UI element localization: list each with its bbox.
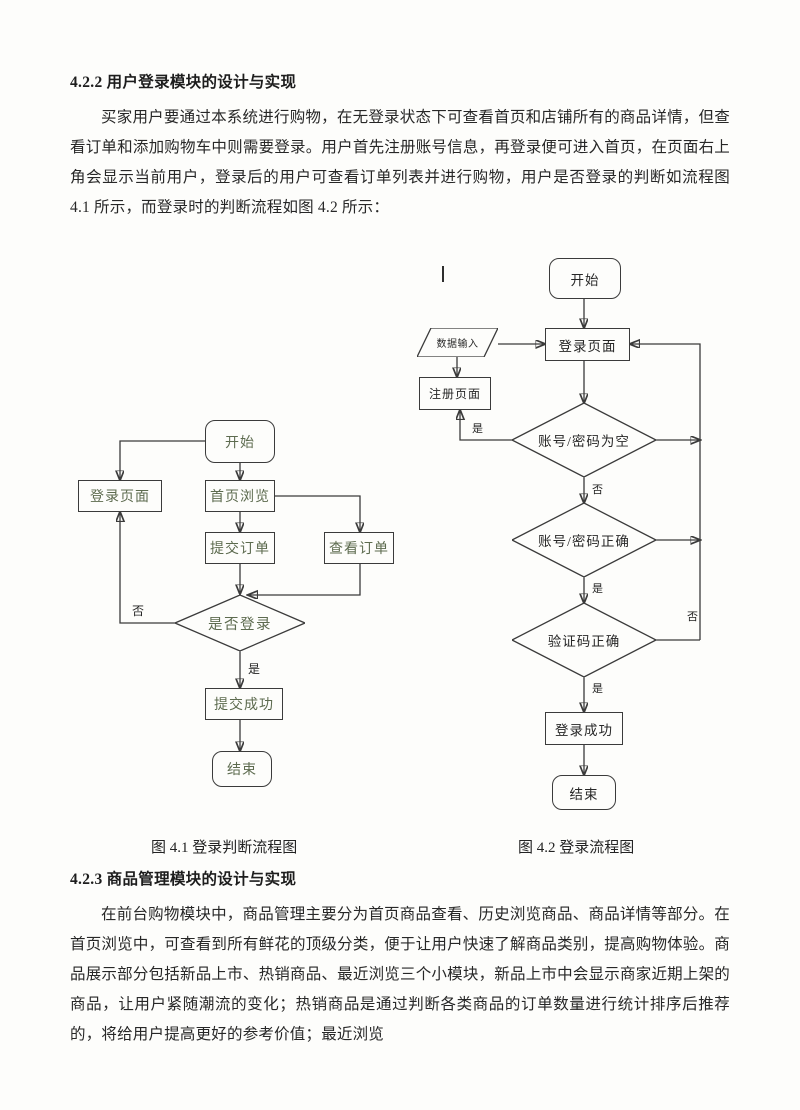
- section-body-423: 在前台购物模块中，商品管理主要分为首页商品查看、历史浏览商品、商品详情等部分。在…: [70, 900, 730, 1050]
- account-correct-diamond-shape: [512, 503, 656, 577]
- node-home-browse: 首页浏览: [205, 480, 275, 512]
- node-is-logged-in-label: 是否登录: [208, 616, 272, 633]
- node-end: 结束: [552, 775, 616, 810]
- edge-label-no-empty: 否: [592, 484, 603, 496]
- section-body-423-text: 在前台购物模块中，商品管理主要分为首页商品查看、历史浏览商品、商品详情等部分。在…: [70, 906, 730, 1043]
- node-account-correct: 账号/密码正确: [512, 503, 656, 577]
- node-start: 开始: [549, 258, 621, 299]
- node-captcha-correct: 验证码正确: [512, 603, 656, 677]
- node-data-input-label: 数据输入: [436, 339, 479, 350]
- captcha-correct-diamond-shape: [512, 603, 656, 677]
- edge-label-yes-captcha: 是: [592, 683, 603, 695]
- is-logged-in-diamond-shape: [175, 595, 305, 651]
- node-submit-success: 提交成功: [205, 688, 283, 720]
- figure-1-caption: 图 4.1 登录判断流程图: [151, 840, 298, 856]
- node-register-page: 注册页面: [419, 377, 491, 410]
- node-submit-order: 提交订单: [205, 532, 275, 564]
- edge-label-yes-correct: 是: [592, 583, 603, 595]
- node-login-page: 登录页面: [78, 480, 162, 512]
- section-heading-423: 4.2.3 商品管理模块的设计与实现: [70, 871, 297, 888]
- account-empty-diamond-shape: [512, 403, 656, 477]
- node-captcha-correct-label: 验证码正确: [547, 634, 621, 649]
- node-start: 开始: [205, 420, 275, 463]
- figure-login-flowchart: 开始 数据输入 注册页面 登录页面 账号/密码为空 账号/密码正确 验: [412, 258, 712, 820]
- node-account-empty: 账号/密码为空: [512, 403, 656, 477]
- scan-artifact-mark: [442, 266, 444, 282]
- section-body-422-text: 买家用户要通过本系统进行购物，在无登录状态下可查看首页和店铺所有的商品详情，但查…: [70, 109, 730, 216]
- node-login-page: 登录页面: [545, 328, 630, 361]
- section-body-422: 买家用户要通过本系统进行购物，在无登录状态下可查看首页和店铺所有的商品详情，但查…: [70, 103, 730, 223]
- edge-label-yes: 是: [248, 662, 261, 676]
- node-account-empty-label: 账号/密码为空: [538, 434, 630, 449]
- node-is-logged-in: 是否登录: [175, 595, 305, 651]
- node-login-success: 登录成功: [545, 712, 623, 745]
- figure-2-connectors: [412, 299, 712, 820]
- node-account-correct-label: 账号/密码正确: [538, 534, 630, 549]
- edge-label-yes-register: 是: [472, 423, 483, 435]
- edge-label-no-return: 否: [687, 611, 698, 623]
- node-data-input: 数据输入: [417, 328, 498, 357]
- data-input-parallelogram-shape: [417, 328, 498, 357]
- figure-login-decision-flowchart: 开始 登录页面 首页浏览 提交订单 查看订单 是否登录 提交成功 结束 否 是: [70, 420, 394, 820]
- section-heading-422: 4.2.2 用户登录模块的设计与实现: [70, 74, 297, 91]
- node-end: 结束: [212, 751, 272, 787]
- figure-1-connectors: [70, 440, 390, 820]
- node-view-order: 查看订单: [324, 532, 394, 564]
- edge-label-no: 否: [132, 604, 145, 618]
- figure-2-caption: 图 4.2 登录流程图: [518, 840, 635, 856]
